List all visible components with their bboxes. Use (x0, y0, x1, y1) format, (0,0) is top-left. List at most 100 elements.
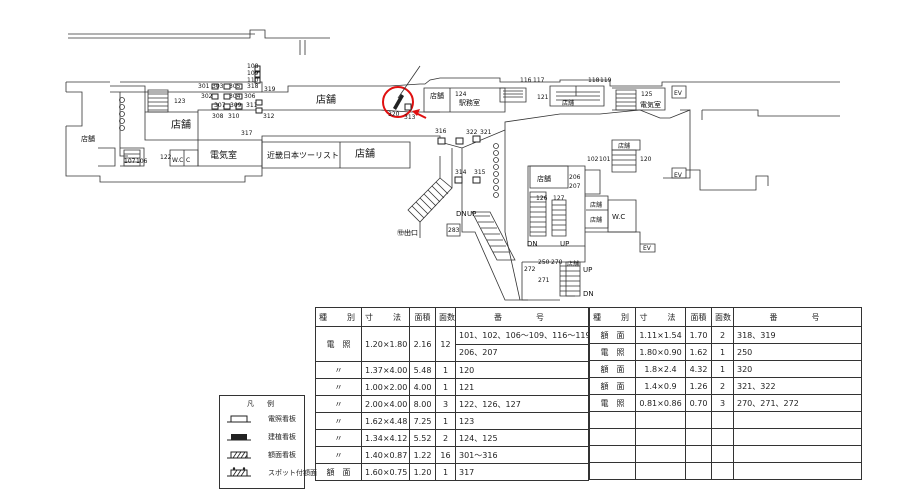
cell-kind: 〃 (315, 412, 362, 430)
cell-numbers: 270、271、272 (733, 394, 862, 412)
table-row: 〃 1.00×2.00 4.00 1 121 (315, 378, 589, 396)
cell-area: 5.48 (409, 361, 436, 379)
cell-numbers: 206、207 (455, 343, 589, 362)
sign-number: 319 (264, 86, 276, 93)
kintetsu-tourist-label: 近畿日本ツーリスト (267, 150, 339, 160)
cell-area: 1.62 (685, 343, 712, 361)
sign-number: 121 (537, 94, 549, 101)
cell-area: 8.00 (409, 395, 436, 413)
ev-label: EV (674, 90, 683, 97)
cell-numbers: 250 (733, 343, 862, 361)
cell-numbers: 318、319 (733, 326, 862, 344)
legend-label: 額面看板 (268, 451, 296, 459)
cell-size (635, 428, 686, 446)
sign-number: 127 (553, 195, 565, 202)
table-row: 〃 1.62×4.48 7.25 1 123 (315, 412, 589, 430)
cell-count (711, 445, 734, 463)
sign-number: 314 (455, 169, 467, 176)
standing-sign-icon (227, 434, 251, 441)
cell-count: 1 (435, 463, 456, 481)
table-row: 〃 1.40×0.87 1.22 16 301〜316 (315, 446, 589, 464)
cell-kind (589, 445, 636, 463)
electric-room-label: 電気室 (210, 149, 237, 161)
table-header-row: 種 別 寸 法 面積 面数 番 号 (589, 307, 862, 327)
shop-label: 店舗 (562, 99, 574, 107)
shop-label: 店舗 (355, 147, 375, 160)
cell-size: 1.11×1.54 (635, 326, 686, 344)
sign-number: 101 (599, 156, 611, 163)
legend-label: スポット付額面 (268, 469, 317, 477)
sign-number: 272 (524, 266, 536, 273)
sign-number: 301 (198, 83, 210, 90)
cell-size (635, 462, 686, 480)
framed-sign-icon (227, 451, 251, 459)
table-row: 〃 2.00×4.00 8.00 3 122、126、127 (315, 395, 589, 413)
cell-count (711, 462, 734, 480)
cell-numbers: 301〜316 (455, 446, 589, 464)
table-row (589, 428, 862, 446)
cell-size: 1.62×4.48 (361, 412, 410, 430)
cell-kind (589, 428, 636, 446)
sign-number: 270 (551, 259, 563, 266)
concourse-wall-bottom (65, 109, 691, 183)
sign-number: 303 (212, 83, 224, 90)
cell-area: 1.22 (409, 446, 436, 464)
cell-size (635, 411, 686, 429)
cell-count: 3 (711, 394, 734, 412)
table-row (589, 411, 862, 429)
station-office-label: 駅務室 (459, 98, 480, 107)
cell-kind: 〃 (315, 395, 362, 413)
up-label: UP (583, 266, 592, 274)
cell-count: 2 (711, 326, 734, 344)
legend-item: 電照看板 (226, 413, 304, 425)
sign-number: 308 (212, 113, 224, 120)
sign-number: 123 (174, 98, 186, 105)
cell-area: 7.25 (409, 412, 436, 430)
header-number: 番 号 (733, 307, 862, 327)
shop-label: 店舗 (590, 201, 602, 209)
cell-area: 1.20 (409, 463, 436, 481)
header-kind: 種 別 (589, 307, 636, 327)
sign-number: 307 (214, 102, 226, 109)
header-area: 面積 (409, 307, 436, 327)
legend-item: 額面看板 (226, 449, 304, 461)
cell-kind: 〃 (315, 378, 362, 396)
sign-number: 126 (536, 195, 548, 202)
cell-numbers: 120 (455, 361, 589, 379)
cell-area (685, 462, 712, 480)
cell-numbers: 122、126、127 (455, 395, 589, 413)
sign-number: 310 (228, 113, 240, 120)
sign-number: 321 (480, 129, 492, 136)
legend-label: 電照看板 (268, 415, 296, 423)
exit-label: ⑫出口 (397, 228, 418, 237)
table-row: 〃 1.34×4.12 5.52 2 124、125 (315, 429, 589, 447)
legend-title: 凡 例 (247, 400, 277, 408)
up-label: UP (560, 240, 569, 248)
sign-number: 109 (247, 70, 259, 77)
sign-number: 320 (388, 111, 400, 118)
cell-count: 1 (435, 412, 456, 430)
cell-numbers: 321、322 (733, 377, 862, 395)
header-size: 寸 法 (635, 307, 686, 327)
cell-count: 1 (711, 343, 734, 361)
cell-count (711, 428, 734, 446)
sign-number: 120 (640, 156, 652, 163)
cell-numbers: 317 (455, 463, 589, 481)
wc-label: W.C (172, 157, 183, 164)
wc-label: W.C (612, 213, 625, 221)
cell-size (635, 445, 686, 463)
sign-number: 322 (466, 129, 478, 136)
cell-size: 1.80×0.90 (635, 343, 686, 361)
wc-label: C (186, 157, 190, 164)
sign-number: 110 (247, 77, 259, 84)
cell-count: 2 (435, 429, 456, 447)
shop-label: 店舗 (537, 174, 551, 183)
sign-number: 306 (244, 93, 256, 100)
cell-size: 1.00×2.00 (361, 378, 410, 396)
sign-number: 118 (588, 77, 600, 84)
